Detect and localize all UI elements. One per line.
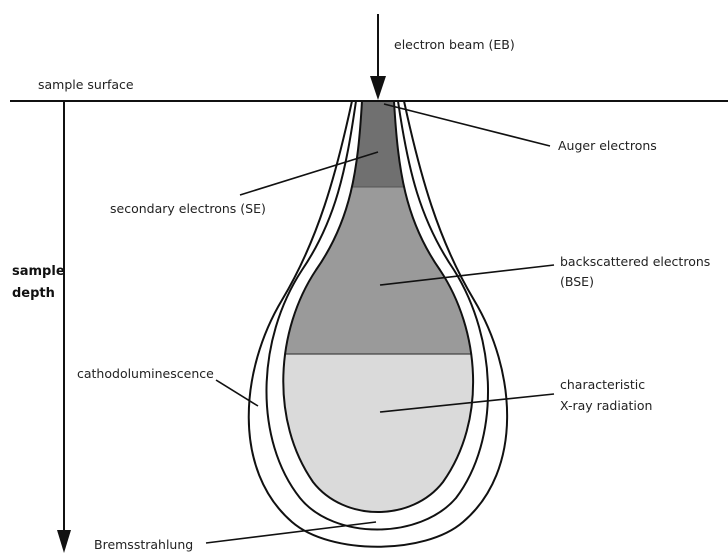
inner-interaction-volume: [250, 95, 510, 534]
cathodoluminescence-label: cathodoluminescence: [77, 366, 214, 381]
xray-region: [250, 354, 510, 534]
auger-secondary-region: [250, 95, 510, 187]
secondary-label: secondary electrons (SE): [110, 201, 266, 216]
sample-depth-label-line1: sample: [12, 264, 65, 279]
backscattered-label-line1: backscattered electrons: [560, 254, 710, 269]
bremsstrahlung-leader-line: [206, 522, 376, 543]
sample-depth-label-line2: depth: [12, 286, 55, 301]
electron-beam-arrow: [370, 14, 386, 100]
characteristic-label-line1: characteristic: [560, 377, 645, 392]
characteristic-label-line2: X-ray radiation: [560, 398, 652, 413]
auger-label: Auger electrons: [558, 138, 657, 153]
sample-surface-label: sample surface: [38, 77, 134, 92]
sample-depth-arrow: [57, 101, 71, 553]
backscattered-label-line2: (BSE): [560, 274, 594, 289]
bremsstrahlung-label: Bremsstrahlung: [94, 537, 193, 552]
electron-beam-label: electron beam (EB): [394, 37, 515, 52]
